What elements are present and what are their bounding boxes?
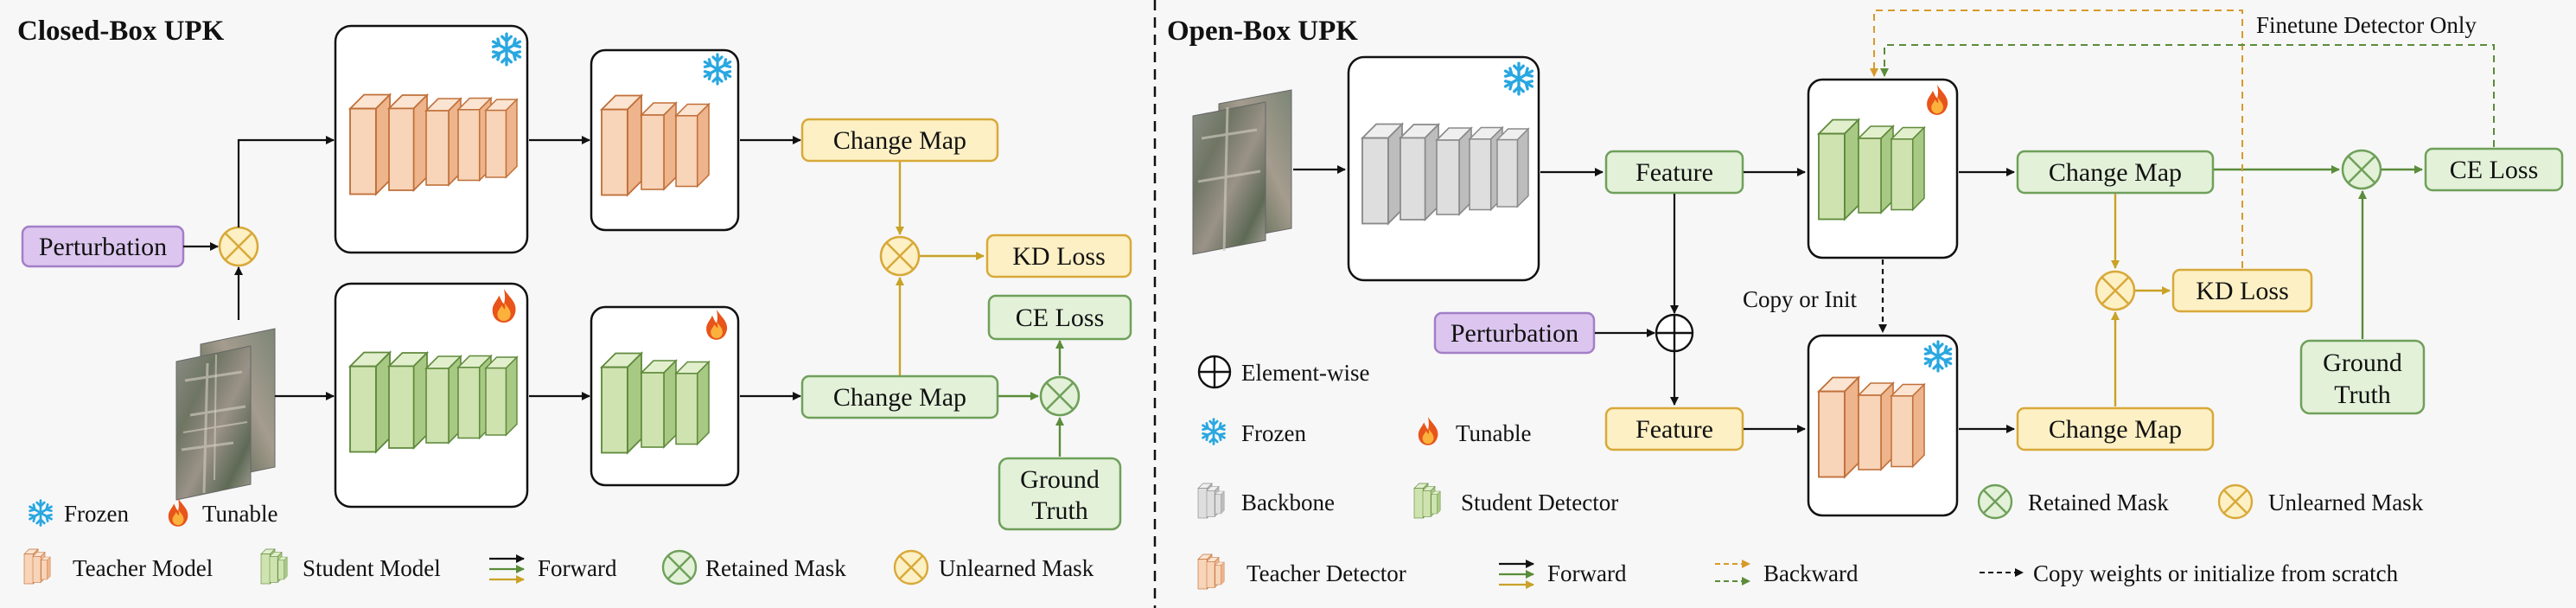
feature-retained-box [1604, 150, 1744, 195]
circled-times-icon [2217, 483, 2254, 520]
student-head-blocks [600, 352, 710, 454]
legend-frozen: Frozen [64, 501, 129, 527]
circled-times-icon [661, 549, 698, 586]
open-box-title: Open-Box UPK [1167, 16, 1358, 47]
perturbation-box [1433, 311, 1596, 355]
legend-retained-mask: Retained Mask [705, 555, 846, 581]
legend-element-wise: Element-wise [1241, 360, 1369, 386]
legend-forward: Forward [1547, 560, 1627, 586]
closed-box-panel [0, 0, 1155, 608]
perturbation-label: Perturbation [1451, 319, 1578, 348]
ce-loss-label: CE Loss [2450, 156, 2539, 184]
finetune-detector-only-label: Finetune Detector Only [2256, 12, 2477, 38]
ce-loss-label: CE Loss [1016, 304, 1105, 332]
forward-arrows-icon [1499, 560, 1534, 589]
legend-retained-mask: Retained Mask [2028, 490, 2169, 515]
ground-truth-box [2299, 339, 2426, 415]
legend-frozen: Frozen [1241, 420, 1306, 446]
teacher-head-blocks [600, 94, 710, 196]
unlearned-mask-node [879, 235, 921, 277]
legend-teacher-detector: Teacher Detector [1247, 560, 1406, 586]
ce-loss-box [987, 294, 1132, 341]
unlearned-mask-node [218, 226, 259, 267]
legend-student-detector: Student Detector [1461, 490, 1618, 515]
legend-tunable: Tunable [1456, 420, 1532, 446]
ce-loss-box [2424, 147, 2564, 192]
teacher-detector-blocks [1817, 376, 1925, 478]
open-legend: Element-wise Frozen Tunable Backbone Stu… [1197, 355, 2424, 590]
circled-plus-icon [1197, 355, 1232, 389]
open-loss-arrows [2111, 165, 2423, 406]
kd-loss-label: KD Loss [2196, 277, 2289, 305]
change-map-teacher-label: Change Map [833, 126, 966, 155]
legend-forward: Forward [538, 555, 617, 581]
backward-arrows-icon [1715, 560, 1750, 586]
feature-retained-label: Feature [1636, 158, 1713, 187]
perturbation-label: Perturbation [39, 233, 167, 261]
closed-forward-arrows [183, 136, 801, 400]
legend-unlearned-mask: Unlearned Mask [2268, 490, 2424, 515]
legend-backward: Backward [1763, 560, 1859, 586]
element-wise-add-node [1655, 313, 1694, 353]
change-map-teacher-label: Change Map [2049, 415, 2182, 444]
change-map-student-label: Change Map [833, 383, 966, 412]
change-map-student-box [800, 374, 999, 419]
retained-mask-node [2341, 149, 2382, 190]
ground-truth-line2: Truth [2334, 381, 2391, 409]
copy-or-init-label: Copy or Init [1743, 286, 1857, 312]
satellite-image-pair [175, 328, 276, 501]
ground-truth-box [998, 457, 1122, 531]
open-forward-arrows [1293, 165, 2015, 433]
retained-mask-node [1039, 375, 1081, 417]
unlearned-mask-node [2095, 270, 2136, 311]
kd-loss-box [985, 234, 1132, 278]
ground-truth-line2: Truth [1031, 496, 1088, 525]
kd-loss-box [2171, 268, 2313, 313]
change-map-teacher-box [800, 118, 999, 163]
circled-times-icon [893, 549, 929, 586]
feature-unlearned-box [1604, 406, 1744, 451]
legend-tunable: Tunable [202, 501, 278, 527]
kd-loss-label: KD Loss [1012, 242, 1106, 271]
closed-legend: Frozen Tunable Teacher Model Student Mod… [23, 498, 1094, 586]
change-map-teacher-box [2016, 406, 2215, 451]
satellite-image-pair [1192, 89, 1292, 255]
legend-backbone: Backbone [1241, 490, 1335, 515]
closed-loss-arrows [896, 162, 1064, 457]
circled-times-icon [1977, 483, 2013, 520]
change-map-student-box [2016, 150, 2215, 195]
backward-arrows [1870, 10, 2495, 268]
student-detector-blocks [1817, 118, 1925, 221]
ground-truth-line1: Ground [2323, 349, 2402, 377]
ground-truth-line1: Ground [1020, 465, 1100, 494]
legend-copy-weights: Copy weights or initialize from scratch [2033, 560, 2399, 586]
legend-unlearned-mask: Unlearned Mask [939, 555, 1094, 581]
feature-unlearned-label: Feature [1636, 415, 1713, 444]
closed-box-title: Closed-Box UPK [17, 16, 225, 47]
forward-arrows-icon [489, 554, 525, 584]
change-map-student-label: Change Map [2049, 158, 2182, 187]
legend-teacher-model: Teacher Model [73, 555, 213, 581]
legend-student-model: Student Model [303, 555, 441, 581]
